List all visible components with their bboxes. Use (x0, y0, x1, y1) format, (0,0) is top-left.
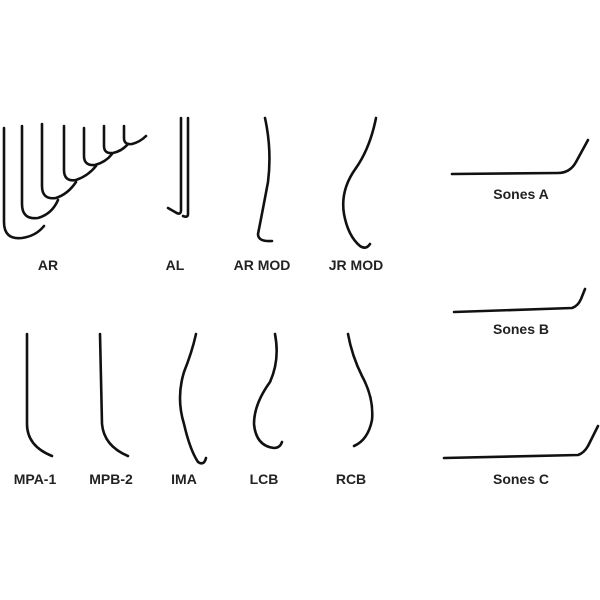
ar-curve-7 (122, 124, 148, 146)
label-rcb: RCB (336, 471, 366, 487)
catheter-jr-mod (341, 116, 378, 249)
catheter-sones-c (442, 424, 600, 460)
ar-curve-5 (82, 126, 114, 167)
label-lcb: LCB (250, 471, 279, 487)
label-sones-c: Sones C (493, 471, 549, 487)
catheter-al (166, 116, 190, 218)
catheter-ar-mod (256, 116, 274, 243)
catheter-lcb (252, 332, 284, 450)
ar-curve-2 (20, 124, 60, 220)
catheter-mpb-2 (98, 332, 130, 458)
label-ar: AR (38, 257, 58, 273)
ar-curve-4 (62, 124, 98, 182)
catheter-sones-b (452, 287, 587, 314)
label-ima: IMA (171, 471, 197, 487)
al-curve-1 (166, 116, 183, 215)
catheter-mpa-1 (25, 332, 54, 458)
catheter-rcb (346, 332, 374, 448)
label-sones-a: Sones A (493, 186, 549, 202)
ar-curve-1 (2, 126, 46, 240)
ar-curve-3 (40, 122, 78, 200)
catheter-ar (2, 122, 148, 240)
label-jr-mod: JR MOD (329, 257, 383, 273)
label-mpa-1: MPA-1 (14, 471, 57, 487)
label-mpb-2: MPB-2 (89, 471, 133, 487)
catheter-ima (178, 332, 208, 465)
label-sones-b: Sones B (493, 321, 549, 337)
ar-curve-6 (102, 124, 130, 155)
catheter-sones-a (450, 138, 590, 176)
label-ar-mod: AR MOD (234, 257, 291, 273)
label-al: AL (166, 257, 185, 273)
al-curve-2 (181, 116, 190, 218)
